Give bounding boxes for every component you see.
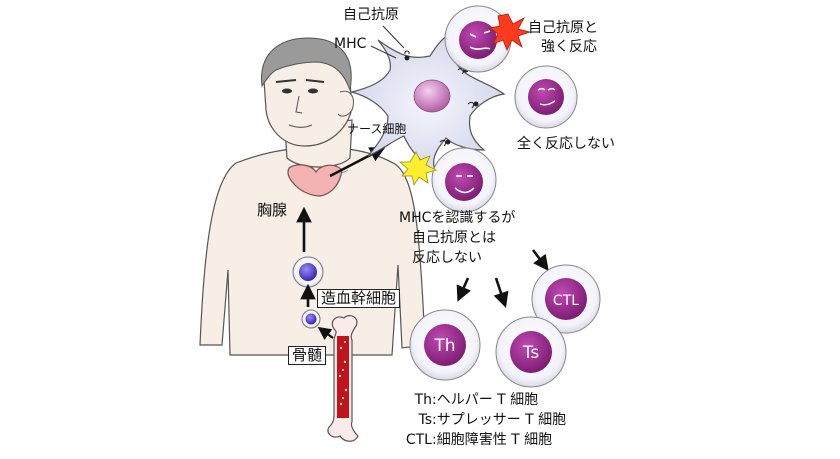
arrow-bone-to-cell (317, 326, 334, 340)
label-self-antigen: 自己抗原 (343, 7, 399, 23)
legend-sep: : (432, 412, 437, 428)
label-thymus: 胸腺 (257, 201, 288, 219)
ctl-cell-label: CTL (553, 293, 579, 309)
arrow-to-ts (493, 277, 509, 308)
legend-abbr: Th (414, 392, 432, 408)
nurse-cell (349, 33, 506, 174)
legend-row-ts: Ts:サプレッサー T 細胞 (394, 409, 566, 429)
label-stem-cell: 造血幹細胞 (317, 289, 401, 309)
th-cell-label: Th (433, 336, 455, 356)
legend-abbr: Ts (418, 412, 432, 428)
cell-th: Th (409, 309, 481, 381)
legend-row-th: Th:ヘルパー T 細胞 (394, 389, 539, 409)
label-strong-react-1: 自己抗原と (528, 20, 598, 36)
stem-cell-small (301, 309, 321, 329)
arrow-to-th (456, 277, 471, 302)
ts-cell-label: Ts (522, 343, 540, 363)
label-bone-marrow: 骨髄 (288, 346, 327, 366)
reaction-burst-yellow (398, 151, 438, 187)
cell-no-react (514, 65, 578, 129)
legend-sep: : (432, 392, 437, 408)
label-recognize-1: MHCを認識するが (399, 210, 516, 226)
reaction-burst-red (489, 13, 532, 51)
label-mhc: MHC (334, 36, 367, 52)
legend-desc: 細胞障害性 T 細胞 (436, 432, 553, 448)
legend-sep: : (432, 432, 437, 448)
legend-desc: ヘルパー T 細胞 (436, 392, 539, 408)
label-recognize-3: 反応しない (412, 250, 482, 266)
label-no-react: 全く反応しない (517, 136, 615, 152)
legend-abbr: CTL (405, 432, 432, 448)
thymus-organ (287, 164, 343, 197)
legend-desc: サプレッサー T 細胞 (436, 412, 567, 428)
arrow-to-ctl (531, 249, 549, 271)
stem-cell-large (292, 256, 324, 288)
cell-positive-select (431, 147, 497, 213)
cell-ts: Ts (495, 316, 567, 388)
label-strong-react-2: 強く反応 (541, 39, 597, 55)
label-nurse-cell: ナース細胞 (347, 122, 407, 136)
cell-strong-react (444, 5, 512, 73)
label-recognize-2: 自己抗原とは (412, 230, 496, 246)
cell-ctl: CTL (531, 264, 601, 334)
legend-row-ctl: CTL:細胞障害性 T 細胞 (394, 429, 552, 449)
bone-marrow-graphic (327, 314, 359, 442)
